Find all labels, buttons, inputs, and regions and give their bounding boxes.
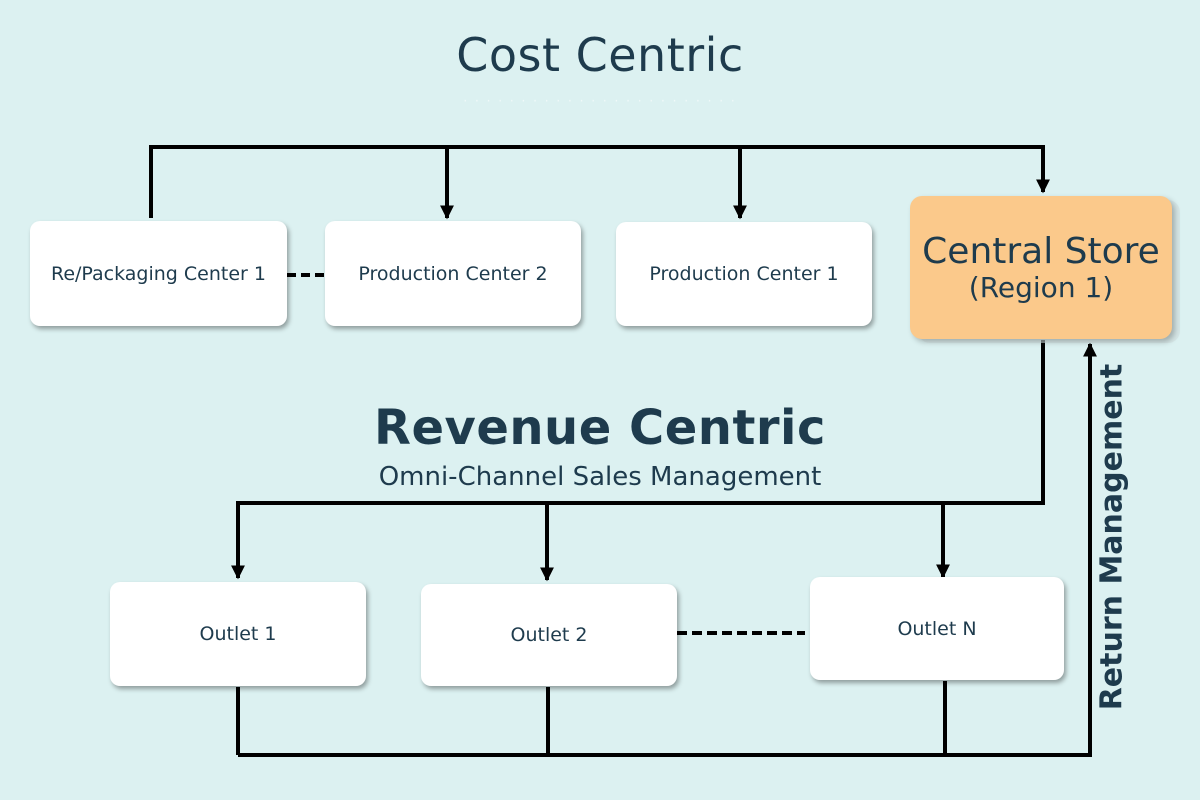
return-bus-line: [238, 342, 1097, 757]
node-outlet-2[interactable]: Outlet 2: [421, 584, 677, 686]
cost-centric-title: Cost Centric: [456, 28, 744, 82]
node-outlet-n[interactable]: Outlet N: [810, 577, 1064, 680]
node-central-store[interactable]: Central Store (Region 1): [910, 196, 1172, 339]
node-label: Outlet 2: [510, 624, 588, 646]
node-label: Re/Packaging Center 1: [50, 262, 266, 285]
node-label: Outlet N: [897, 617, 977, 640]
node-label: Production Center 1: [649, 263, 839, 285]
node-production-center-2[interactable]: Production Center 2: [325, 221, 581, 326]
node-repackaging-center-1[interactable]: Re/Packaging Center 1: [30, 221, 287, 326]
return-management-label: Return Management: [1094, 363, 1130, 711]
cost-centric-subtitle: · · · · · · · · · · · · · · · · · · · · …: [463, 94, 737, 108]
revenue-centric-title: Revenue Centric: [374, 400, 826, 456]
revenue-centric-subtitle: Omni-Channel Sales Management: [378, 462, 822, 492]
node-production-center-1[interactable]: Production Center 1: [616, 222, 872, 326]
node-label: Outlet 1: [199, 623, 277, 645]
node-label: Production Center 2: [358, 262, 548, 285]
central-store-name: Central Store: [922, 230, 1160, 272]
node-outlet-1[interactable]: Outlet 1: [110, 582, 366, 686]
top-bus-line: [149, 145, 1050, 218]
outlet-bus-line: [231, 340, 1045, 580]
central-store-region: (Region 1): [968, 271, 1114, 305]
